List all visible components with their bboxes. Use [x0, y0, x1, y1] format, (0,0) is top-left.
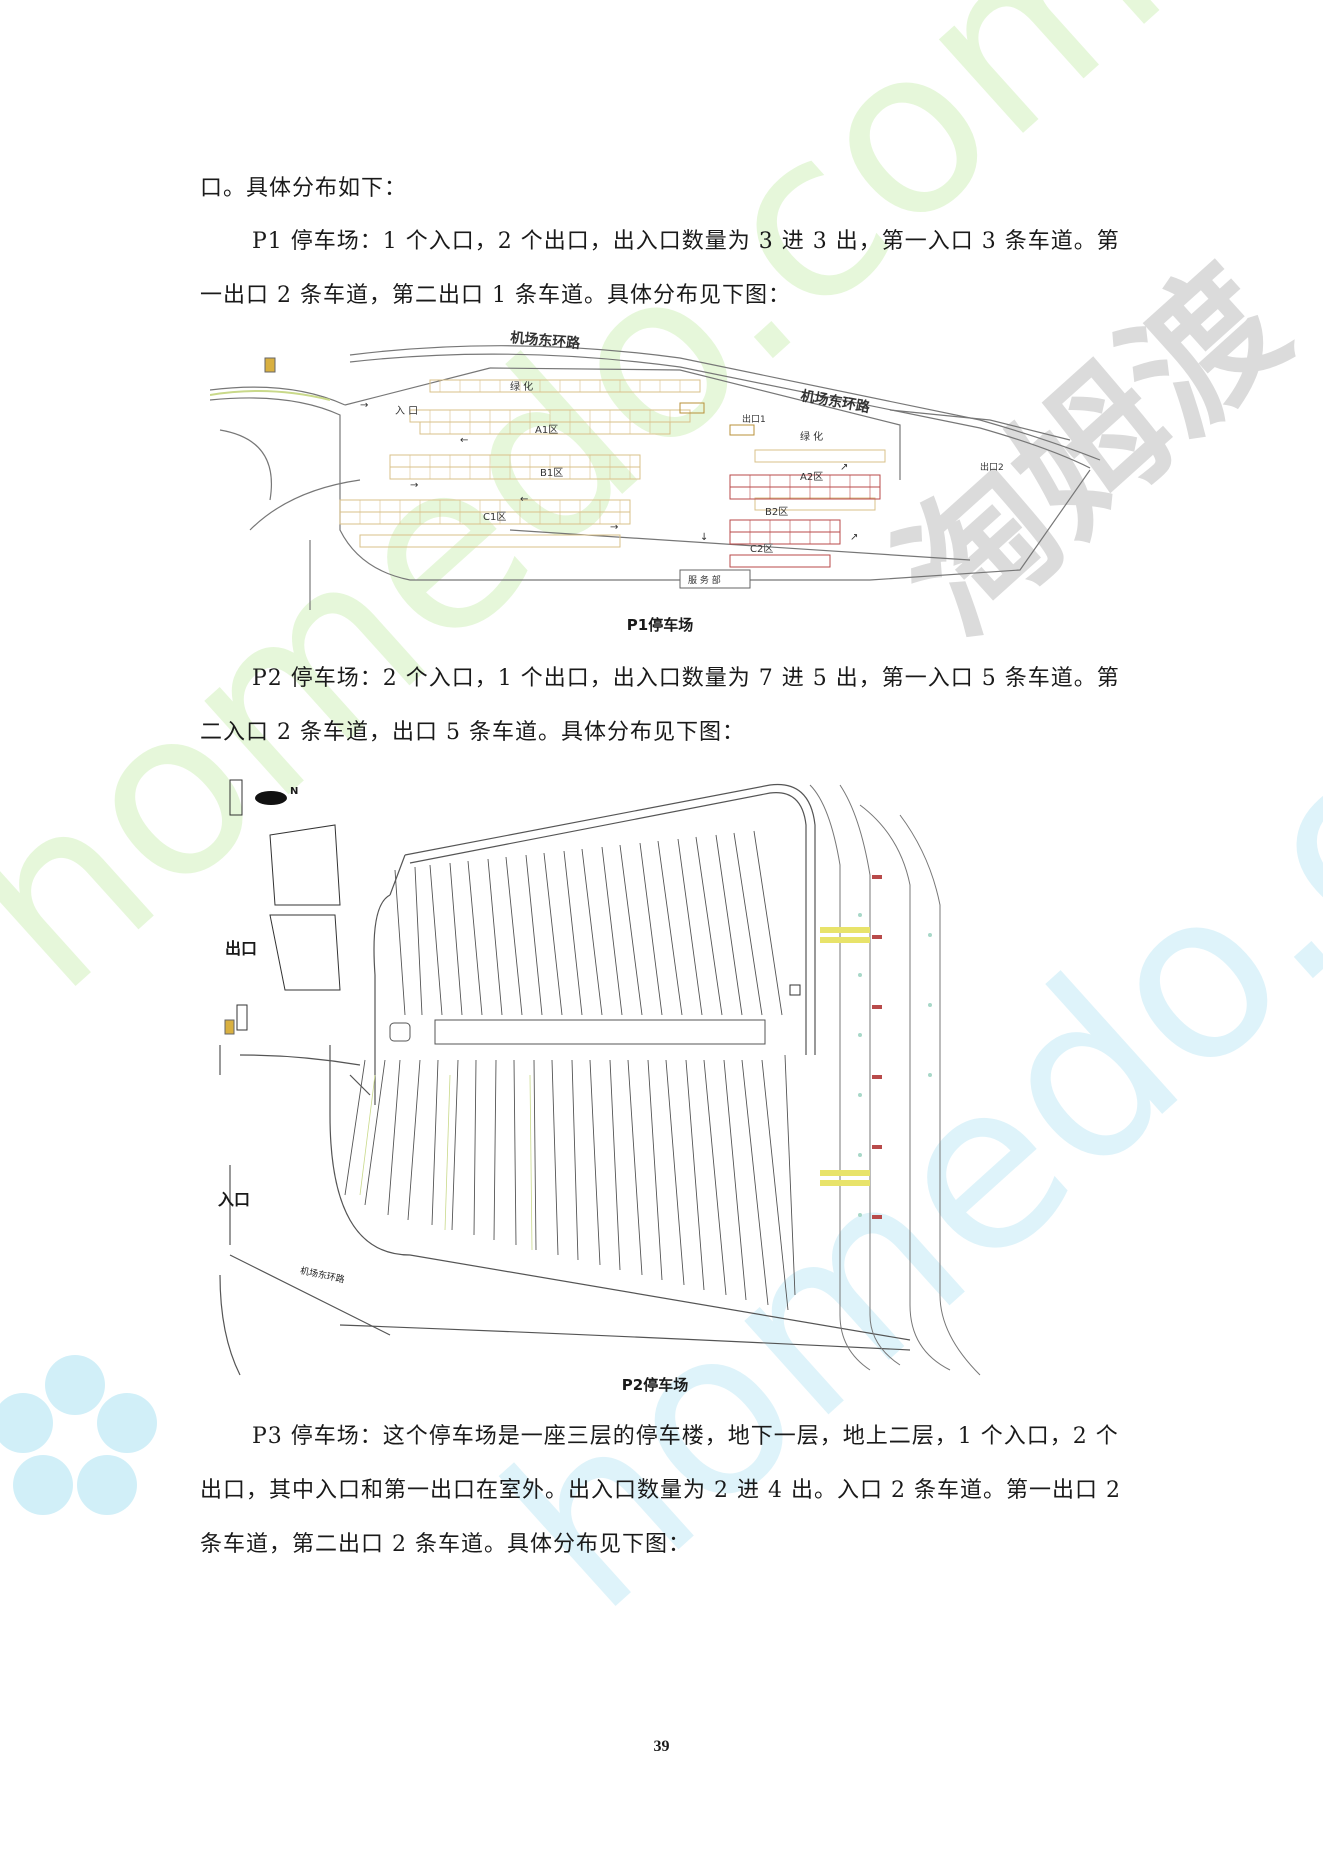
p1-caption: P1停车场	[626, 616, 694, 634]
p1-zone-a2-label: A2区	[800, 471, 823, 483]
p1-zone-a1-label: A1区	[535, 424, 558, 436]
svg-text:→: →	[360, 400, 368, 411]
zone-a2-stalls	[754, 449, 886, 511]
svg-text:←: ←	[520, 494, 528, 505]
p2-entrance-label: 入口	[218, 1190, 251, 1209]
watermark-flower-icon	[0, 1355, 157, 1515]
p2-caption: P2停车场	[621, 1376, 689, 1394]
svg-text:→: →	[410, 480, 418, 491]
p1-map-svg: → ← → ← → ↗ ↓ ↗ 机场东环路 机场东环路 绿 化 绿 化 入 口 出口1 出…	[209, 329, 1101, 610]
p1-entrance-label: 入 口	[395, 406, 418, 417]
p2-upper-stall-rows	[394, 830, 783, 1016]
svg-text:↗: ↗	[850, 532, 858, 543]
svg-text:→: →	[610, 522, 618, 533]
p1-parking-map: → ← → ← → ↗ ↓ ↗ 机场东环路 机场东环路 绿 化 绿 化 入 口 出口1 出…	[209, 329, 1130, 630]
p2-exit-label: 出口	[225, 939, 258, 958]
p1-road-label-2: 机场东环路	[799, 387, 872, 416]
p2-parking-map	[210, 654, 1130, 1385]
p2-compass	[255, 791, 287, 805]
zone-a1-stalls	[339, 379, 701, 548]
zone-b2-stalls	[729, 474, 881, 568]
p1-zone-b1-label: B1区	[540, 467, 563, 479]
p2-lower-stall-rows	[344, 1054, 796, 1311]
p1-zone-c2-label: C2区	[750, 543, 773, 555]
paragraph-continuation: 口。具体分布如下：	[200, 176, 408, 201]
svg-text:↓: ↓	[700, 532, 708, 543]
crosswalk-south	[820, 1170, 870, 1186]
p2-north-label: N	[290, 786, 299, 797]
svg-text:↗: ↗	[840, 462, 848, 473]
p1-service-label: 服 务 部	[688, 574, 721, 586]
p1-road-label-1: 机场东环路	[510, 330, 582, 352]
svg-text:←: ←	[460, 435, 468, 446]
p1-green-label-1: 绿 化	[510, 380, 533, 393]
p1-zone-c1-label: C1区	[483, 511, 506, 523]
p1-exit2-label: 出口2	[980, 461, 1004, 473]
paragraph-p3-parking: P3 停车场：这个停车场是一座三层的停车楼，地下一层，地上二层，1 个入口，2 …	[200, 1424, 1121, 1557]
p2-map-svg	[216, 654, 981, 1376]
p1-exit1-label: 出口1	[742, 413, 766, 425]
paragraph-p1-parking: P1 停车场：1 个入口，2 个出口，出入口数量为 3 进 3 出，第一入口 3…	[200, 229, 1120, 308]
crosswalk-north	[820, 927, 870, 943]
p1-green-label-2: 绿 化	[800, 430, 823, 443]
paragraph-p2-parking: P2 停车场：2 个入口，1 个出口，出入口数量为 7 进 5 出，第一入口 5…	[200, 666, 1120, 745]
page-number: 39	[653, 1738, 670, 1755]
p1-zone-b2-label: B2区	[765, 506, 788, 518]
